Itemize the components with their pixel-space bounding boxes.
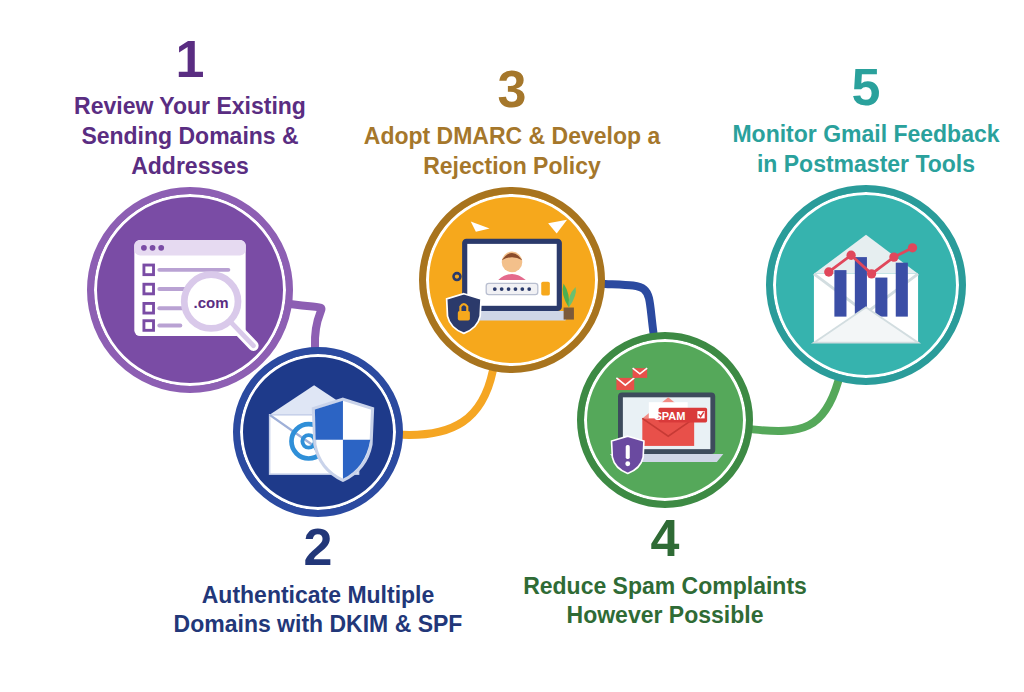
analytics-envelope-icon (773, 192, 959, 378)
step-circle: 3Adopt DMARC & Develop a Rejection Polic… (419, 187, 605, 373)
step-number: 2 (168, 520, 468, 575)
step-heading: Review Your Existing Sending Domains & A… (40, 92, 340, 182)
email-shield-icon (240, 354, 396, 510)
step-caption: 2Authenticate Multiple Domains with DKIM… (168, 520, 468, 640)
step-connector (292, 304, 321, 347)
icon-label: SPAM (654, 410, 685, 422)
step-caption: 4Reduce Spam Complaints However Possible (515, 511, 815, 631)
browser-icon (94, 194, 286, 386)
step-connector (403, 371, 493, 435)
step-connector (752, 381, 838, 431)
step-heading: Authenticate Multiple Domains with DKIM … (168, 581, 468, 641)
step-circle: 4Reduce Spam Complaints However Possible… (577, 332, 753, 508)
step-heading: Monitor Gmail Feedback in Postmaster Too… (726, 120, 1006, 180)
step-connector (605, 284, 654, 333)
step-circle: 2Authenticate Multiple Domains with DKIM… (233, 347, 403, 517)
step-number: 3 (362, 62, 662, 117)
step-number: 5 (726, 60, 1006, 115)
step-number: 1 (40, 32, 340, 87)
step-circle: 1Review Your Existing Sending Domains & … (87, 187, 293, 393)
step-caption: 5Monitor Gmail Feedback in Postmaster To… (726, 60, 1006, 180)
step-number: 4 (515, 511, 815, 566)
icon-label: .com (194, 293, 229, 310)
step-caption: 3Adopt DMARC & Develop a Rejection Polic… (362, 62, 662, 182)
laptop-login-icon (426, 194, 598, 366)
step-heading: Reduce Spam Complaints However Possible (515, 572, 815, 632)
step-circle: 5Monitor Gmail Feedback in Postmaster To… (766, 185, 966, 385)
step-heading: Adopt DMARC & Develop a Rejection Policy (362, 122, 662, 182)
step-caption: 1Review Your Existing Sending Domains & … (40, 32, 340, 182)
